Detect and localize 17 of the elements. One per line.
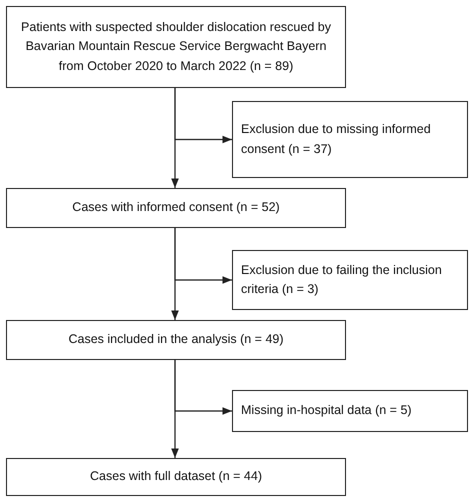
process-box xyxy=(6,188,346,228)
exclusion-box xyxy=(232,250,468,310)
exclusion-box xyxy=(232,390,468,432)
arrow xyxy=(174,88,232,144)
box-text: Patients with suspected shoulder dislocation rescued by Bavarian Mountain Rescue Service Bergwacht Bayern from October 2020 to March 2022 (n = 89) xyxy=(20,18,332,75)
process-box xyxy=(6,458,346,496)
process-box xyxy=(6,320,346,360)
box-text: Exclusion due to missing informed consent (n = 37) xyxy=(241,121,432,158)
box-text: Cases with full dataset (n = 44) xyxy=(89,468,263,486)
arrow xyxy=(174,360,232,415)
box-text: Exclusion due to failing the inclusion criteria (n = 3) xyxy=(241,262,443,298)
box-text: Cases included in the analysis (n = 49) xyxy=(67,331,285,348)
box-text: Cases with informed consent (n = 52) xyxy=(71,199,281,216)
process-box xyxy=(6,6,346,88)
exclusion-box xyxy=(232,101,468,178)
box-text: Missing in-hospital data (n = 5) xyxy=(241,402,413,420)
arrow xyxy=(174,228,232,284)
